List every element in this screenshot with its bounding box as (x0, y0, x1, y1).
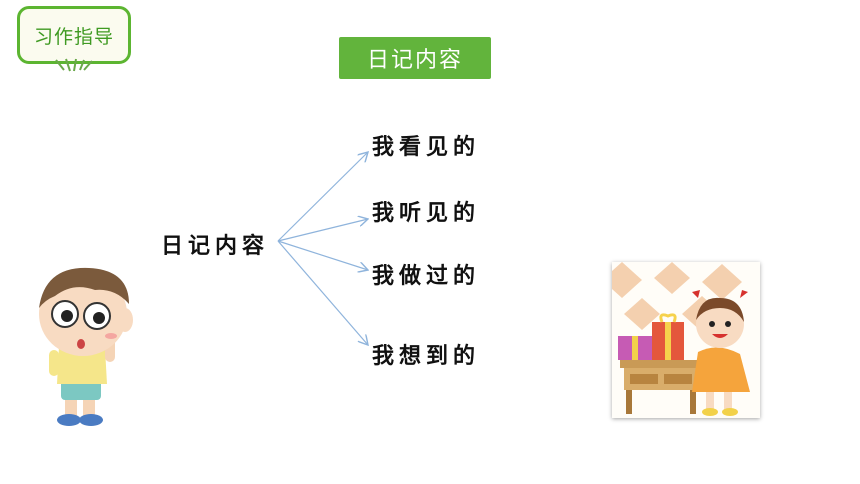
diagram-branch-1: 我看见的 (372, 134, 481, 160)
arrow-to-branch-4 (277, 240, 368, 345)
page-title-label: 日记内容 (366, 48, 463, 73)
diagram-root: 日记内容 (161, 233, 270, 259)
girl-with-gifts-svg (612, 262, 750, 416)
arrow-to-branch-3 (277, 240, 368, 270)
page-title: 日记内容 (339, 37, 491, 79)
section-badge: 习作指导 (17, 6, 131, 64)
arrow-to-branch-2 (277, 219, 368, 242)
diagram-branch-3: 我做过的 (372, 263, 481, 289)
arrow-to-branch-1 (277, 152, 368, 242)
diagram-branch-4: 我想到的 (372, 343, 481, 369)
girl-with-gifts-illustration (612, 262, 760, 418)
leaf-decoration-icon (55, 58, 93, 72)
section-badge-label: 习作指导 (33, 25, 114, 48)
diagram-branch-2: 我听见的 (372, 200, 481, 226)
cartoon-boy-illustration (39, 267, 133, 426)
